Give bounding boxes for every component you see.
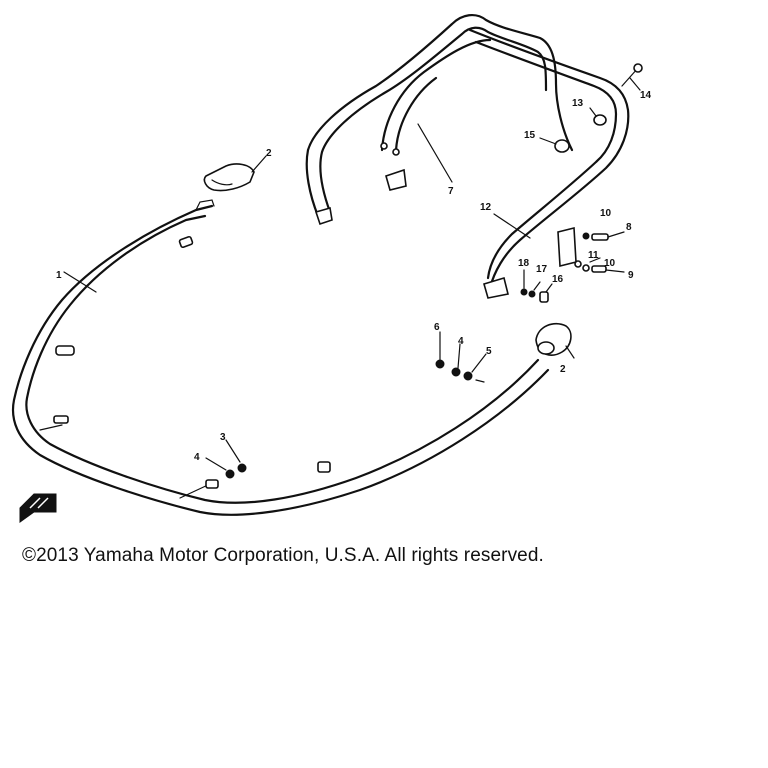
bumper-frame	[12, 199, 550, 516]
hardware-cluster-center	[435, 331, 487, 383]
callout-3: 3	[220, 432, 226, 443]
callout-15: 15	[524, 130, 536, 141]
grab-handle	[305, 14, 574, 226]
hardware-cluster-left	[179, 439, 247, 499]
callout-10-bottom: 10	[604, 258, 616, 269]
hardware-cluster-right	[520, 231, 625, 303]
callout-1: 1	[56, 270, 62, 281]
callout-8: 8	[626, 222, 632, 233]
callout-18: 18	[518, 258, 530, 269]
bolt-14	[621, 63, 643, 91]
callout-11: 11	[588, 250, 599, 261]
callout-2-left: 2	[266, 148, 272, 159]
rear-frame	[468, 28, 630, 299]
bushing-13	[589, 107, 607, 126]
callout-7: 7	[448, 186, 454, 197]
callout-4-left: 4	[194, 452, 200, 463]
callout-5: 5	[486, 346, 492, 357]
callout-12: 12	[480, 202, 492, 213]
callout-13: 13	[572, 98, 584, 109]
callout-2-right: 2	[560, 364, 566, 375]
callout-4-center: 4	[458, 336, 464, 347]
end-cap-right	[535, 322, 575, 359]
callout-10-top: 10	[600, 208, 612, 219]
callout-6: 6	[434, 322, 440, 333]
front-arrow-icon	[19, 493, 57, 523]
parts-diagram: 1 2 2 3 4 4 5 6 7 8 9 10 10 11 12 13 14 …	[12, 14, 652, 523]
bushing-15	[539, 137, 570, 153]
callout-16: 16	[552, 274, 564, 285]
callout-17: 17	[536, 264, 548, 275]
callout-14: 14	[640, 90, 652, 101]
end-cap-left	[203, 155, 267, 192]
callout-9: 9	[628, 270, 634, 281]
copyright-notice: ©2013 Yamaha Motor Corporation, U.S.A. A…	[22, 545, 544, 566]
